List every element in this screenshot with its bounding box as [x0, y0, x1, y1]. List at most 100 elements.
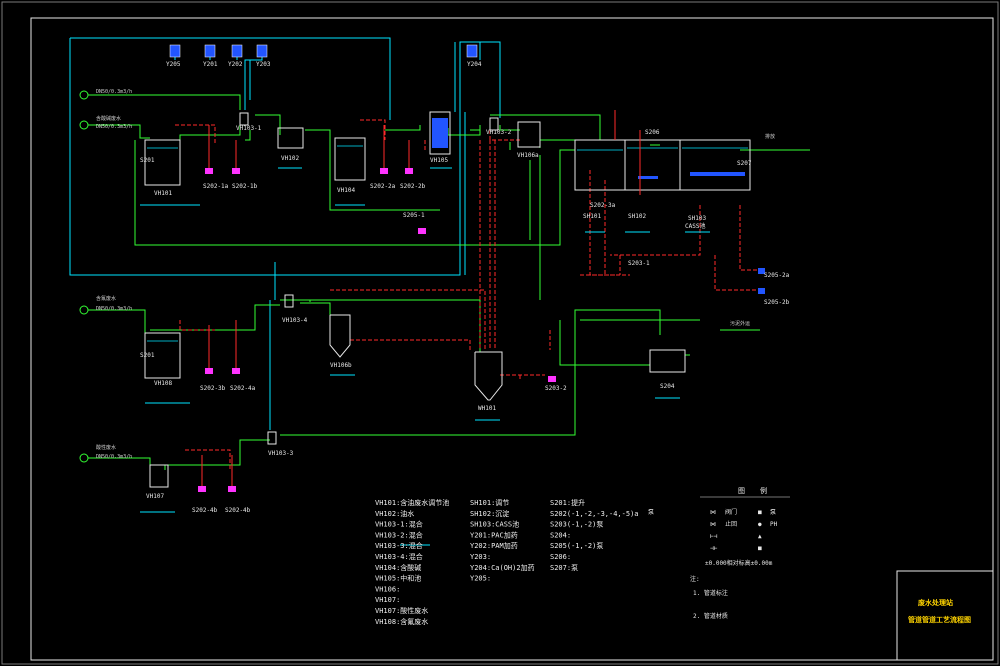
unit-labels: Y205 Y201 Y202 Y203 Y204 VH103-1 VH103-2… [140, 61, 790, 514]
label-s203-1: S203-1 [628, 260, 650, 267]
legend-entry: S202(-1,-2,-3,-4,-5)a [550, 510, 639, 518]
label-vh103-3: VH103-3 [268, 450, 294, 457]
legend-entry: VH101:含油废水调节池 [375, 498, 449, 507]
symbol-label-2: 泵 [770, 509, 776, 516]
symbol-label: 阀门 [725, 508, 737, 516]
tanks [144, 111, 751, 488]
tank-levels [147, 145, 748, 342]
label-s204: S204 [660, 383, 675, 390]
legend-entry: Y203: [470, 553, 491, 561]
symbol-table: 图 例 ⋈阀门■泵⋈止回●PH⊢⊣▲⊣⊢■ ±0.000相对标高±0.00m [700, 486, 790, 567]
label-s202-4c: S202-4b [225, 507, 251, 514]
legend-entry: SH101:调节 [470, 498, 509, 507]
inflow-tags: DN50/0.3m3/h 含酸碱废水 DN50/0.3m3/h 含氟废水 DN5… [96, 89, 775, 460]
label-wh101: WH101 [478, 405, 496, 412]
tag-inflow4b: DN50/0.3m3/h [96, 454, 132, 460]
label-y201: Y201 [203, 61, 218, 68]
label-s202-2b: S202-2b [400, 183, 426, 190]
legend-right: S201:提升S202(-1,-2,-3,-4,-5)aS203(-1,-2)泵… [550, 498, 639, 572]
label-sh103: SH103 [688, 215, 706, 222]
tank-sh-group [574, 139, 751, 191]
legend-entry: S207:泵 [550, 564, 578, 572]
tank-vh106b [329, 314, 351, 358]
legend-entry: VH107:酸性废水 [375, 606, 428, 615]
dosing-tanks [169, 44, 478, 58]
tag-inflow3: 含氟废水 [96, 295, 116, 302]
legend-entry: S205(-1,-2)泵 [550, 542, 603, 550]
label-sh101: SH101 [583, 213, 601, 220]
tank-vh106a [517, 121, 541, 148]
symbol-glyph: ⊣⊢ [710, 545, 718, 552]
label-cass: CASS池 [685, 222, 705, 230]
tag-inflow3b: DN50/0.3m3/h [96, 306, 132, 312]
label-vh101: VH101 [154, 190, 172, 197]
symbol-glyph-2: ■ [758, 545, 762, 552]
label-s201: S201 [140, 157, 155, 164]
label-vh103-1: VH103-1 [236, 125, 262, 132]
tag-sludge: 污泥外运 [730, 320, 750, 327]
label-s202-2a: S202-2a [370, 183, 396, 190]
pumps [198, 168, 556, 492]
tank-vh107 [149, 464, 169, 488]
tag-inflow2b: DN50/0.3m3/h [96, 124, 132, 130]
label-s202-1a: S202-1a [203, 183, 229, 190]
legend-entry: VH103-4:混合 [375, 552, 423, 561]
inlet-symbols [79, 90, 89, 463]
legend-entry: SH102:沉淀 [470, 509, 509, 518]
legend-left: VH101:含油废水调节池VH102:油水VH103-1:混合VH103-2:混… [375, 498, 449, 626]
title-line-1: 废水处理站 [918, 598, 953, 607]
label-vh105: VH105 [430, 157, 448, 164]
tank-s204 [649, 349, 686, 373]
symbol-glyph-2: ● [758, 521, 762, 528]
label-vh106a: VH106a [517, 152, 539, 159]
tank-vh101 [144, 139, 181, 186]
label-sh102: SH102 [628, 213, 646, 220]
legend-entry: S204: [550, 531, 571, 539]
symbol-table-header-right: 例 [760, 486, 767, 495]
legend-entry: VH105:中和池 [375, 574, 421, 583]
label-s207: S207 [737, 160, 752, 167]
legend-entry: VH106: [375, 585, 400, 593]
symbol-glyph: ⋈ [710, 521, 716, 528]
tank-vh108 [144, 332, 181, 379]
label-s203-3: S202-3a [590, 202, 616, 209]
tank-wh101 [474, 351, 503, 401]
note-2: 2. 管道材质 [693, 612, 728, 620]
scale-note: ±0.000相对标高±0.00m [705, 559, 773, 567]
legend-entry: S206: [550, 553, 571, 561]
label-s205-1: S205-1 [403, 212, 425, 219]
label-s206: S206 [645, 129, 660, 136]
notes-heading: 注: [690, 575, 700, 583]
symbol-glyph: ⋈ [710, 509, 716, 516]
label-s205-2a: S205-2a [764, 272, 790, 279]
label-vh103-2: VH103-2 [486, 129, 512, 136]
label-y205: Y205 [166, 61, 181, 68]
symbol-glyph-2: ■ [758, 509, 762, 516]
aeration-diffusers [432, 118, 745, 179]
legend-entry: S203(-1,-2)泵 [550, 521, 603, 529]
tag-inflow4: 酸性废水 [96, 444, 116, 451]
label-vh106b: VH106b [330, 362, 352, 369]
label-s205-2b: S205-2b [764, 299, 790, 306]
legend-entry: VH103-1:混合 [375, 520, 423, 529]
note-1: 1. 管道标注 [693, 589, 728, 597]
legend-right-tag: 泵 [648, 509, 654, 516]
label-s202-3b: S202-3b [200, 385, 226, 392]
symbol-glyph-2: ▲ [758, 533, 762, 540]
symbol-glyph: ⊢⊣ [710, 533, 718, 540]
label-s202-4b: S202-4b [192, 507, 218, 514]
legend-entry: VH104:含酸碱 [375, 563, 421, 572]
legend-entry: Y205: [470, 575, 491, 583]
legend-entry: Y204:Ca(OH)2加药 [470, 563, 535, 572]
label-vh107: VH107 [146, 493, 164, 500]
label-s203-2: S203-2 [545, 385, 567, 392]
legend-entry: VH107: [375, 596, 400, 604]
tag-inflow2: 含酸碱废水 [96, 115, 121, 122]
symbol-table-header-left: 图 [738, 487, 745, 495]
label-vh104: VH104 [337, 187, 355, 194]
legend-entry: SH103:CASS池 [470, 520, 519, 529]
legend-mid: SH101:调节SH102:沉淀SH103:CASS池Y201:PAC加药Y20… [470, 498, 535, 583]
notes: 注: 1. 管道标注 2. 管道材质 [690, 575, 728, 620]
